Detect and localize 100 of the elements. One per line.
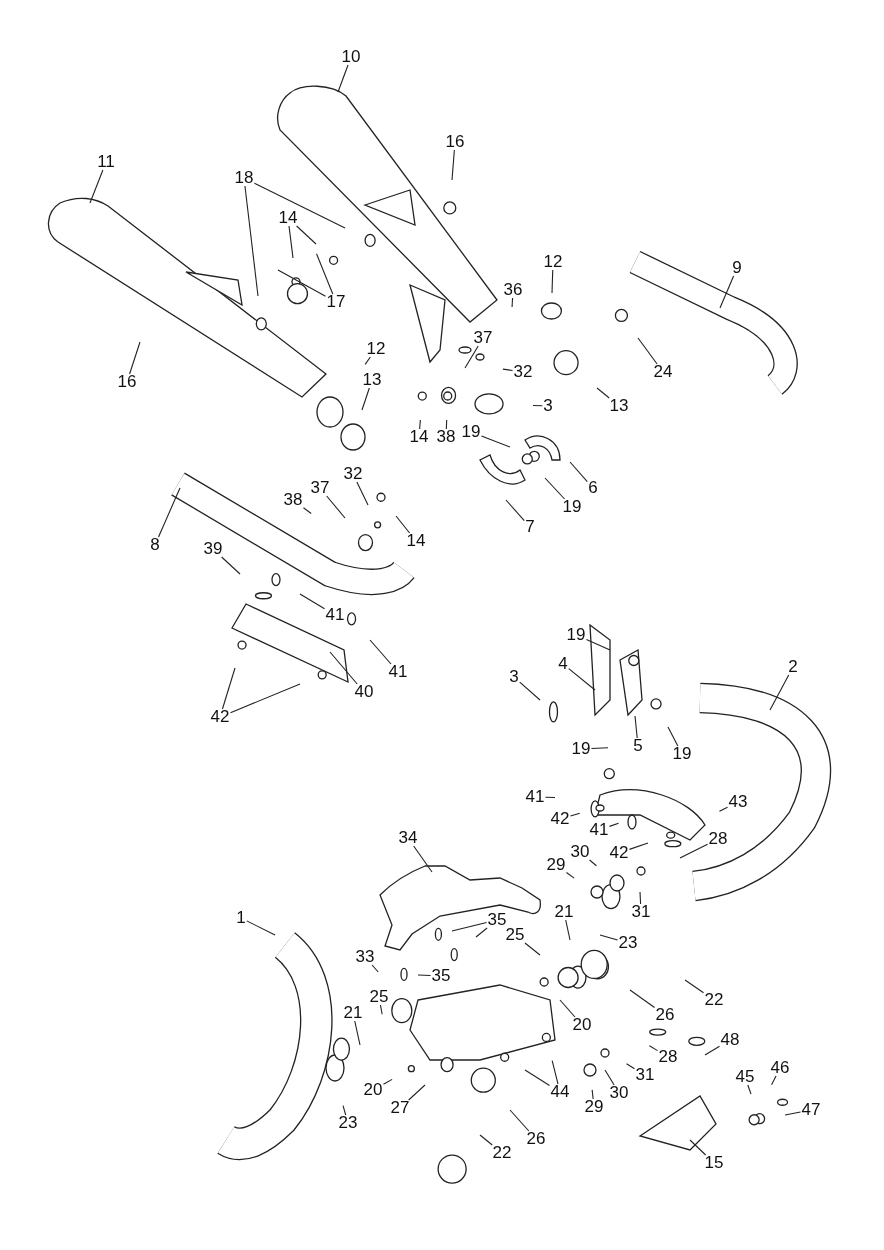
callout-number: 42 bbox=[210, 707, 230, 727]
callout-number: 42 bbox=[609, 843, 629, 863]
leader-line bbox=[364, 356, 371, 365]
callout-number: 6 bbox=[588, 478, 598, 498]
callout-number: 38 bbox=[436, 427, 456, 447]
callout-number: 12 bbox=[366, 339, 386, 359]
leader-line bbox=[408, 1084, 426, 1101]
leader-line bbox=[89, 169, 104, 204]
callout-number: 44 bbox=[550, 1082, 570, 1102]
leader-line bbox=[559, 999, 576, 1018]
callout-number: 10 bbox=[341, 47, 361, 67]
leader-line bbox=[511, 297, 514, 308]
leader-line bbox=[519, 681, 541, 701]
leader-line bbox=[329, 651, 358, 685]
callout-number: 4 bbox=[558, 654, 568, 674]
callout-number: 35 bbox=[487, 910, 507, 930]
leader-line bbox=[769, 674, 790, 711]
callout-number: 30 bbox=[609, 1083, 629, 1103]
callout-number: 21 bbox=[554, 902, 574, 922]
leader-line bbox=[417, 974, 432, 977]
callout-number: 48 bbox=[720, 1030, 740, 1050]
callout-number: 13 bbox=[362, 370, 382, 390]
leader-line bbox=[229, 683, 301, 714]
callout-number: 30 bbox=[570, 842, 590, 862]
callout-number: 36 bbox=[503, 280, 523, 300]
leader-line bbox=[689, 1139, 707, 1156]
leader-line bbox=[637, 337, 658, 365]
callout-number: 37 bbox=[310, 478, 330, 498]
leader-line bbox=[551, 269, 554, 294]
leader-line bbox=[704, 1045, 721, 1056]
leader-line bbox=[544, 477, 566, 500]
callout-number: 25 bbox=[369, 987, 389, 1007]
leader-line bbox=[451, 922, 488, 932]
leader-line bbox=[296, 225, 317, 245]
callout-number: 7 bbox=[525, 517, 535, 537]
callout-number: 27 bbox=[390, 1098, 410, 1118]
leader-line bbox=[718, 806, 729, 812]
callout-number: 26 bbox=[526, 1129, 546, 1149]
leader-line bbox=[590, 747, 609, 750]
callout-number: 34 bbox=[398, 828, 418, 848]
leader-line bbox=[464, 345, 479, 369]
leader-line bbox=[569, 812, 581, 817]
leader-line bbox=[532, 404, 543, 407]
callout-number: 37 bbox=[473, 328, 493, 348]
leader-line bbox=[589, 859, 597, 867]
callout-number: 23 bbox=[618, 933, 638, 953]
leader-line bbox=[315, 253, 334, 295]
leader-line bbox=[445, 419, 448, 430]
leader-line bbox=[395, 515, 411, 534]
leader-line bbox=[628, 842, 649, 850]
leader-line bbox=[544, 796, 556, 799]
callout-number: 19 bbox=[566, 625, 586, 645]
leader-line bbox=[277, 269, 327, 297]
leader-line bbox=[221, 556, 241, 575]
callout-number: 15 bbox=[704, 1153, 724, 1173]
callout-number: 23 bbox=[338, 1113, 358, 1133]
callout-number: 3 bbox=[543, 396, 553, 416]
callout-number: 22 bbox=[704, 990, 724, 1010]
callout-number: 18 bbox=[234, 168, 254, 188]
callout-number: 16 bbox=[445, 132, 465, 152]
leader-line bbox=[413, 845, 433, 873]
callout-number: 19 bbox=[461, 422, 481, 442]
leader-line bbox=[596, 387, 610, 399]
callout-number: 3 bbox=[509, 667, 519, 687]
callout-number: 32 bbox=[513, 362, 533, 382]
callout-number: 22 bbox=[492, 1143, 512, 1163]
leader-line bbox=[354, 1020, 361, 1046]
leader-line bbox=[157, 487, 181, 538]
leader-line bbox=[599, 934, 619, 941]
callout-number: 24 bbox=[653, 362, 673, 382]
leader-line bbox=[585, 639, 611, 651]
callout-number: 19 bbox=[672, 744, 692, 764]
callout-number: 28 bbox=[708, 829, 728, 849]
leader-line bbox=[679, 843, 709, 859]
callout-number: 9 bbox=[732, 258, 742, 278]
leader-line bbox=[356, 481, 369, 506]
callout-number: 11 bbox=[97, 152, 115, 172]
leader-line bbox=[634, 715, 638, 739]
leader-line bbox=[288, 225, 294, 259]
callout-number: 41 bbox=[525, 787, 545, 807]
leader-line bbox=[648, 1045, 659, 1052]
leader-line bbox=[419, 419, 421, 430]
leader-line bbox=[626, 1063, 636, 1070]
leader-line bbox=[565, 919, 571, 941]
callout-number: 43 bbox=[728, 792, 748, 812]
callout-number: 28 bbox=[658, 1047, 678, 1067]
leader-line bbox=[475, 927, 488, 938]
leader-line bbox=[299, 593, 326, 610]
leader-line bbox=[524, 942, 541, 956]
callout-number: 14 bbox=[409, 427, 429, 447]
leader-line bbox=[480, 435, 511, 448]
leader-line bbox=[502, 368, 514, 372]
callout-number: 19 bbox=[571, 739, 591, 759]
callout-number: 47 bbox=[801, 1100, 821, 1120]
leader-line bbox=[326, 495, 346, 519]
callout-number: 42 bbox=[550, 809, 570, 829]
leader-line bbox=[382, 1078, 393, 1085]
callout-number: 2 bbox=[788, 657, 798, 677]
callout-number: 41 bbox=[325, 605, 345, 625]
leader-line bbox=[129, 341, 141, 375]
